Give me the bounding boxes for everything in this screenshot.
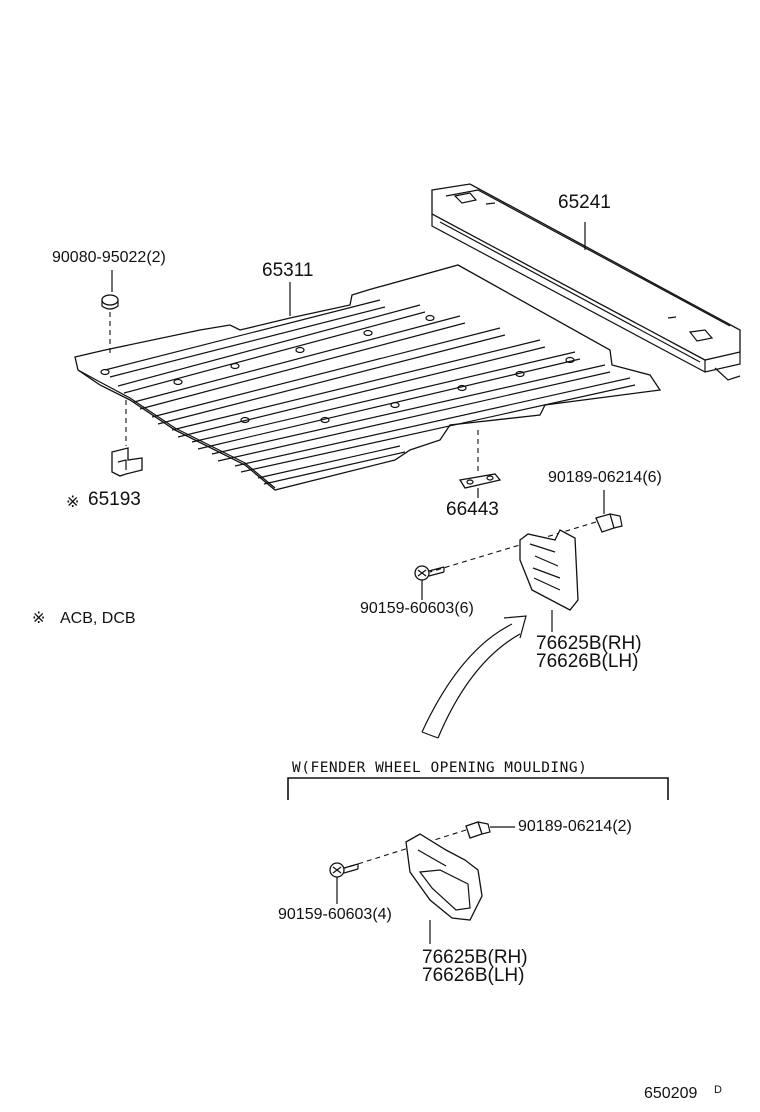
clip-90080-95022[interactable] — [101, 294, 119, 310]
note-mark: ※ — [32, 610, 46, 627]
label-76625b-rh-bottom: 76625B(RH) — [422, 947, 528, 968]
diagram-code-suffix: D — [714, 1084, 722, 1096]
clip-90189-06214-bottom[interactable] — [465, 821, 491, 839]
label-90080-95022: 90080-95022(2) — [52, 249, 166, 266]
label-76625b-rh-top: 76625B(RH) — [536, 633, 642, 654]
label-90189-06214-6: 90189-06214(6) — [548, 469, 662, 486]
clip-90189-06214-top[interactable] — [595, 513, 623, 533]
note-text: ACB, DCB — [60, 610, 136, 627]
screw-90159-60603-top[interactable] — [414, 565, 445, 581]
section-bracket — [287, 777, 669, 800]
label-65241: 65241 — [558, 192, 611, 213]
label-66443: 66443 — [446, 499, 499, 520]
bracket-66443[interactable] — [458, 473, 502, 489]
label-65311: 65311 — [262, 260, 314, 281]
label-65193: 65193 — [88, 489, 141, 510]
label-90159-60603-6: 90159-60603(6) — [360, 600, 474, 617]
bracket-65193[interactable] — [111, 447, 143, 477]
diagram-code: 650209 — [644, 1085, 698, 1102]
label-90159-60603-4: 90159-60603(4) — [278, 906, 392, 923]
cross-member-65241[interactable] — [431, 183, 741, 381]
screw-90159-60603-bottom[interactable] — [329, 862, 359, 878]
note-mark-65193: ※ — [66, 494, 80, 511]
label-76626b-lh-bottom: 76626B(LH) — [422, 965, 525, 986]
floor-panel-65311[interactable] — [74, 264, 662, 491]
mudguard-76625b-bottom[interactable] — [405, 833, 483, 921]
label-90189-06214-2: 90189-06214(2) — [518, 818, 632, 835]
label-76626b-lh-top: 76626B(LH) — [536, 651, 639, 672]
arrow-pointer — [421, 615, 527, 739]
section-title: W(FENDER WHEEL OPENING MOULDING) — [292, 760, 588, 776]
mudguard-76625b-top[interactable] — [519, 529, 579, 611]
